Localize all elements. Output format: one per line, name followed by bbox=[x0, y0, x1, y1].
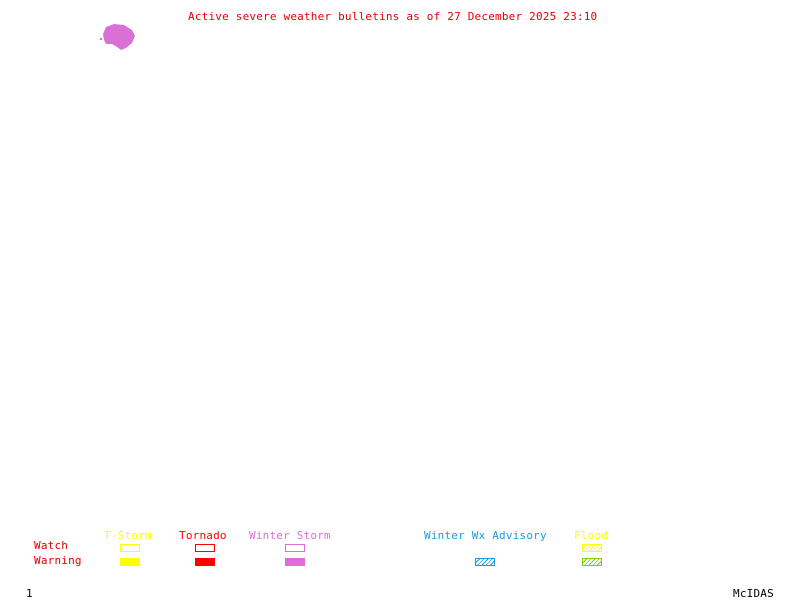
legend-row-label-warning: Warning bbox=[34, 554, 82, 567]
legend-label-tornado: Tornado bbox=[179, 529, 227, 542]
legend-swatch-tornado-watch bbox=[195, 544, 215, 552]
legend-swatch-winter-storm-watch bbox=[285, 544, 305, 552]
active-winter-storm-area bbox=[100, 24, 135, 50]
legend-label-winter-wx-advisory: Winter Wx Advisory bbox=[424, 529, 547, 542]
bulletin-title: Active severe weather bulletins as of 27… bbox=[188, 10, 598, 23]
legend-label-flood: Flood bbox=[574, 529, 609, 542]
winter-storm-polygon bbox=[103, 24, 135, 50]
legend-swatch-winter-wx-advisory-warning bbox=[475, 558, 495, 566]
legend-swatch-tstorm-watch bbox=[120, 544, 140, 552]
brand-label: McIDAS bbox=[733, 587, 774, 600]
legend-swatch-tornado-warning bbox=[195, 558, 215, 566]
legend-swatch-winter-storm-warning bbox=[285, 558, 305, 566]
legend-row-label-watch: Watch bbox=[34, 539, 69, 552]
legend-label-tstorm: T-Storm bbox=[104, 529, 152, 542]
frame-number: 1 bbox=[26, 587, 33, 600]
legend-swatch-flood-watch bbox=[582, 544, 602, 552]
legend-label-winter-storm: Winter Storm bbox=[249, 529, 331, 542]
legend-swatch-tstorm-warning bbox=[120, 558, 140, 566]
legend-swatch-flood-warning bbox=[582, 558, 602, 566]
winter-storm-fragment bbox=[100, 38, 102, 40]
